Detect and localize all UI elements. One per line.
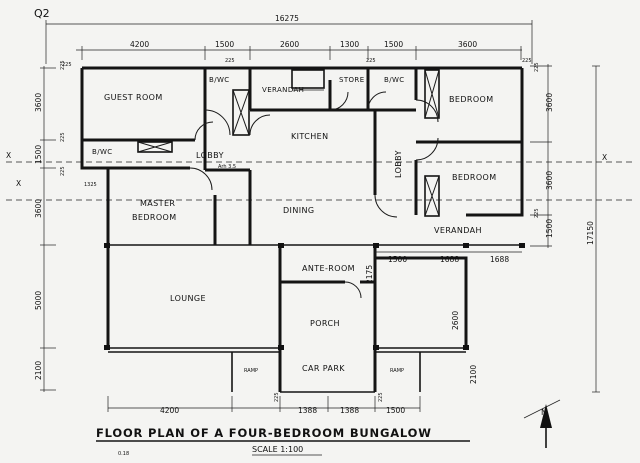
dim-top-4: 1300 — [340, 40, 359, 49]
section-mark-x-2: X — [16, 179, 21, 188]
room-ramp-2: RAMP — [390, 368, 404, 374]
dim-verandah-3: 1688 — [490, 255, 509, 264]
room-store: STORE — [339, 76, 365, 84]
dim-right-wall-2: 225 — [534, 208, 540, 218]
dim-right-2: 3600 — [545, 171, 554, 190]
drawing-title: FLOOR PLAN OF A FOUR-BEDROOM BUNGALOW — [96, 426, 432, 440]
room-guest-room: GUEST ROOM — [104, 93, 163, 102]
dim-left-wall-2: 225 — [60, 132, 66, 142]
dim-bottom-wall-1: 225 — [274, 392, 280, 402]
dim-left-wall-3: 225 — [60, 166, 66, 176]
dim-wall-t2: 225 — [225, 58, 235, 64]
dim-left-ticks — [40, 67, 56, 391]
room-bwc-3: B/WC — [92, 148, 113, 156]
dim-bottom-1: 4200 — [160, 406, 179, 415]
dim-left-4: 5000 — [34, 291, 43, 310]
dim-top-ticks — [81, 46, 522, 60]
dim-verandah-2: 1688 — [440, 255, 459, 264]
dim-top-3: 2600 — [280, 40, 299, 49]
dim-right-3: 1500 — [545, 219, 554, 238]
dim-top-6: 3600 — [458, 40, 477, 49]
dim-bottom-3: 1388 — [340, 406, 359, 415]
room-ante-room: ANTE-ROOM — [302, 264, 355, 273]
corner-note: 0.18 — [118, 451, 129, 457]
room-bedroom-2: BEDROOM — [452, 173, 497, 182]
room-verandah-top: VERANDAH — [262, 86, 304, 94]
dim-wall-tl: 225 — [62, 62, 72, 68]
section-mark-x-1: X — [6, 151, 11, 160]
dim-top-1: 4200 — [130, 40, 149, 49]
north-label: N — [541, 408, 547, 417]
dim-overall-depth: 17150 — [586, 221, 595, 245]
dim-left-wall-1: 225 — [60, 60, 66, 70]
dim-left-2: 1500 — [34, 145, 43, 164]
dim-right-ticks — [530, 65, 552, 247]
room-bwc-1: B/WC — [209, 76, 230, 84]
dim-bottom-4: 1500 — [386, 406, 405, 415]
room-dining: DINING — [283, 206, 314, 215]
fixtures — [137, 69, 440, 217]
interior-walls — [82, 68, 522, 393]
room-lobby-right: LOBBY — [394, 150, 403, 178]
dim-wall-tr: 225 — [522, 58, 532, 64]
dim-right-1: 3600 — [545, 93, 554, 112]
column-posts — [104, 243, 525, 350]
room-ramp-1: RAMP — [244, 368, 258, 374]
drawing-scale: SCALE 1:100 — [252, 445, 303, 454]
dim-bottom-wall-2: 225 — [378, 392, 384, 402]
north-arrow-icon: N — [523, 399, 561, 448]
outer-walls — [80, 66, 524, 353]
dim-left-5: 2100 — [34, 361, 43, 380]
section-mark-x-3: X — [602, 153, 607, 162]
door-swings — [189, 91, 439, 299]
room-kitchen: KITCHEN — [291, 132, 328, 141]
dim-left-1: 3600 — [34, 93, 43, 112]
room-verandah-right: VERANDAH — [434, 226, 482, 235]
question-label: Q2 — [34, 7, 50, 20]
dim-left-3: 3600 — [34, 199, 43, 218]
dim-right-wall-1: 225 — [534, 62, 540, 72]
room-lobby-left: LOBBY — [196, 151, 224, 160]
dim-car-park-depth: 2100 — [469, 365, 478, 384]
dim-lobby-small: 1325 — [84, 182, 97, 188]
dim-bottom-2: 1388 — [298, 406, 317, 415]
room-bedroom-1: BEDROOM — [449, 95, 494, 104]
dim-wall-t3: 225 — [366, 58, 376, 64]
dim-top-5: 1500 — [384, 40, 403, 49]
dim-ante-room: 2175 — [365, 265, 374, 284]
dim-top-2: 1500 — [215, 40, 234, 49]
room-bwc-2: B/WC — [384, 76, 405, 84]
dim-bottom-ticks — [107, 396, 421, 412]
room-lounge: LOUNGE — [170, 294, 206, 303]
dim-porch-depth: 2600 — [451, 311, 460, 330]
room-car-park: CAR PARK — [302, 364, 345, 373]
room-master-line1: MASTER — [140, 199, 175, 208]
dim-overall-width: 16275 — [275, 14, 299, 23]
dim-verandah-1: 1500 — [388, 255, 407, 264]
room-porch: PORCH — [310, 319, 340, 328]
room-master-line2: BEDROOM — [132, 213, 177, 222]
dim-lobby-width: Arh 3.5 — [218, 164, 236, 170]
